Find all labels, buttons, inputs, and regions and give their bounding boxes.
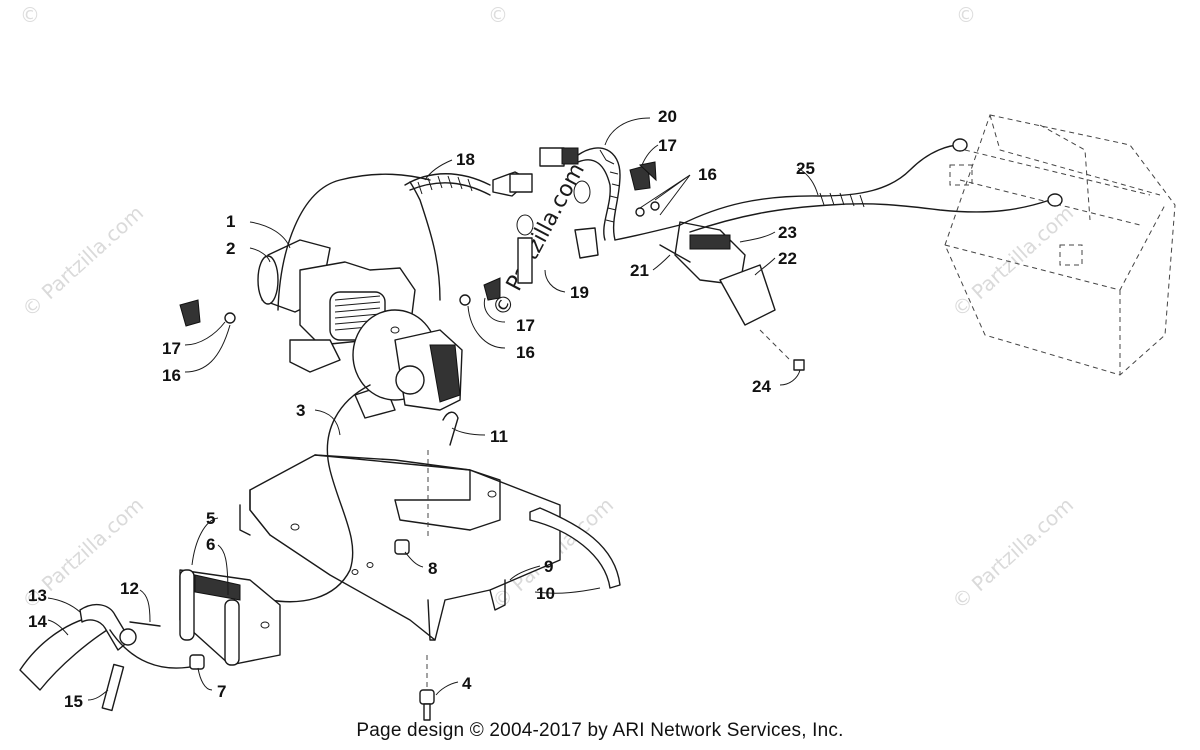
- callout-16-right: 16: [698, 165, 717, 184]
- watermark-corner: ©: [956, 3, 976, 27]
- callout-17-left: 17: [162, 339, 181, 358]
- roller-fairlead: [179, 569, 281, 666]
- battery-outline: [944, 114, 1176, 376]
- watermark-corner: ©: [20, 3, 40, 27]
- callout-19: 19: [570, 283, 589, 302]
- callout-23: 23: [778, 223, 797, 242]
- callout-12: 12: [120, 579, 139, 598]
- callout-3: 3: [296, 401, 305, 420]
- wiring-harness: [179, 138, 1063, 371]
- watermark-text: © Partzilla.com: [17, 201, 148, 322]
- winch-assembly: [257, 239, 463, 419]
- callout-20: 20: [658, 107, 677, 126]
- fasteners: [189, 411, 459, 721]
- callout-16-left: 16: [162, 366, 181, 385]
- callout-1: 1: [226, 212, 235, 231]
- handle-tube: [529, 507, 621, 589]
- callout-7: 7: [217, 682, 226, 701]
- callout-16-center: 16: [516, 343, 535, 362]
- watermark-text: © Partzilla.com: [947, 201, 1078, 322]
- leader-lines: [47, 117, 819, 701]
- watermark-text: © Partzilla.com: [947, 493, 1078, 614]
- callout-5: 5: [206, 509, 215, 528]
- callout-17-right: 17: [658, 136, 677, 155]
- callout-8: 8: [428, 559, 437, 578]
- remote-cable: [269, 384, 371, 603]
- callout-17-center: 17: [516, 316, 535, 335]
- callout-14: 14: [28, 612, 47, 631]
- callout-11: 11: [490, 427, 508, 446]
- callout-4: 4: [462, 674, 472, 693]
- watermark-corner: ©: [488, 3, 508, 27]
- callout-6: 6: [206, 535, 215, 554]
- callout-10: 10: [536, 584, 555, 603]
- page-footer-copyright: Page design © 2004-2017 by ARI Network S…: [356, 720, 844, 741]
- callout-21: 21: [630, 261, 649, 280]
- callout-18: 18: [456, 150, 475, 169]
- callout-25: 25: [796, 159, 815, 178]
- callout-22: 22: [778, 249, 797, 268]
- callout-13: 13: [28, 586, 47, 605]
- callout-9: 9: [544, 557, 553, 576]
- callout-15: 15: [64, 692, 83, 711]
- callout-24: 24: [752, 377, 771, 396]
- hook-and-strap: [19, 603, 201, 712]
- callout-2: 2: [226, 239, 235, 258]
- callout-labels: 1 2 3 4 5 6 7 8 9 10 11 12 13 14 15 16 1…: [28, 107, 815, 711]
